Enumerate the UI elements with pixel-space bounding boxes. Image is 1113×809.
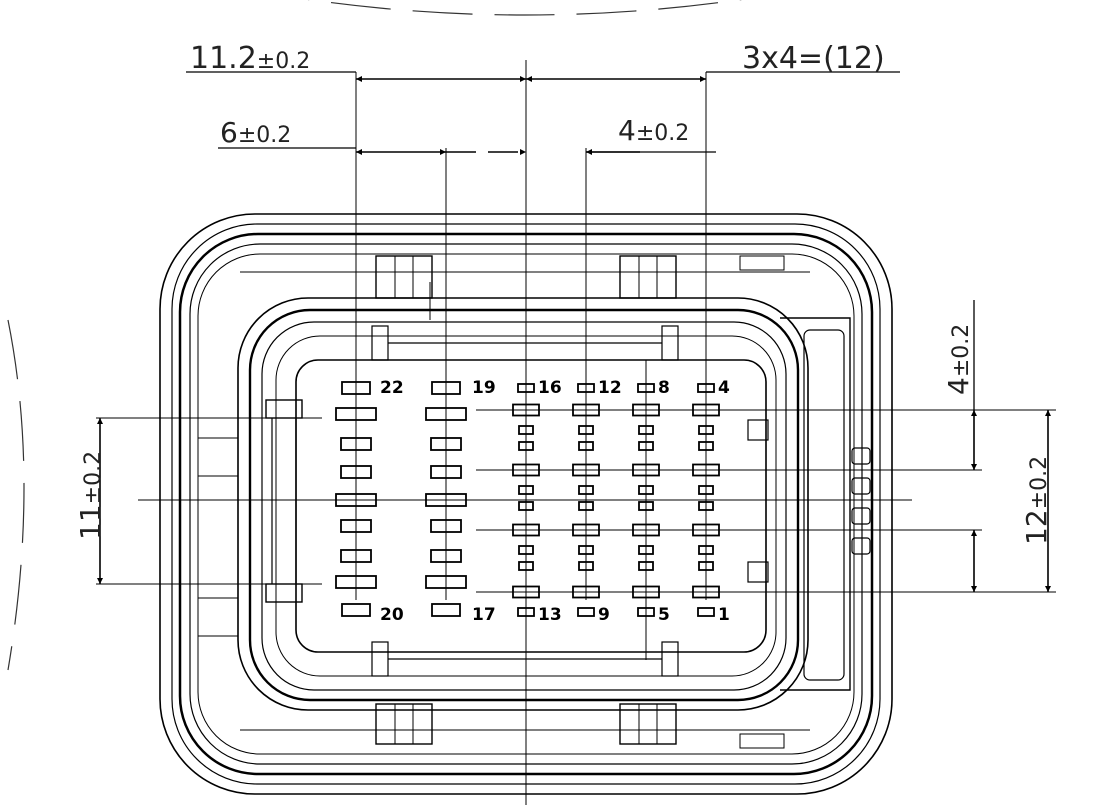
- dim-4-top: 4±0.2: [618, 114, 689, 147]
- dim-11.2: 11.2±0.2: [190, 41, 310, 76]
- pin-label-9: 9: [598, 605, 610, 625]
- extension-lines: [96, 60, 1056, 805]
- connector-face: [197, 255, 871, 749]
- pin-cavity-small: [577, 607, 595, 617]
- pin-label-4: 4: [718, 378, 730, 398]
- pin-label-20: 20: [380, 605, 404, 625]
- pin-label-5: 5: [658, 605, 670, 625]
- dim-3x4: 3x4=(12): [742, 41, 885, 76]
- pin-cavities: [335, 381, 720, 617]
- pin-label-22: 22: [380, 378, 404, 398]
- dimension-arrows: [97, 71, 1051, 592]
- pin-label-17: 17: [472, 605, 496, 625]
- dim-12: 12±0.2: [1020, 456, 1053, 545]
- dimension-labels: 11.2±0.2 3x4=(12) 6±0.2 4±0.2 11±0.2 4±0…: [74, 41, 1053, 545]
- dim-4-right: 4±0.2: [942, 324, 975, 395]
- pin-cavity-large: [341, 603, 371, 617]
- pin-numbers: 22 19 16 12 8 4 20 17 13 9 5 1: [380, 378, 730, 625]
- pin-cavity-large: [431, 603, 461, 617]
- pin-label-1: 1: [718, 605, 730, 625]
- pin-label-16: 16: [538, 378, 562, 398]
- pin-cavity-small: [697, 607, 715, 617]
- pin-label-12: 12: [598, 378, 622, 398]
- pin-label-13: 13: [538, 605, 562, 625]
- reference-circle: [7, 0, 742, 671]
- dim-6: 6±0.2: [220, 116, 291, 149]
- pin-label-19: 19: [472, 378, 496, 398]
- pin-label-8: 8: [658, 378, 670, 398]
- dim-11: 11±0.2: [74, 451, 107, 540]
